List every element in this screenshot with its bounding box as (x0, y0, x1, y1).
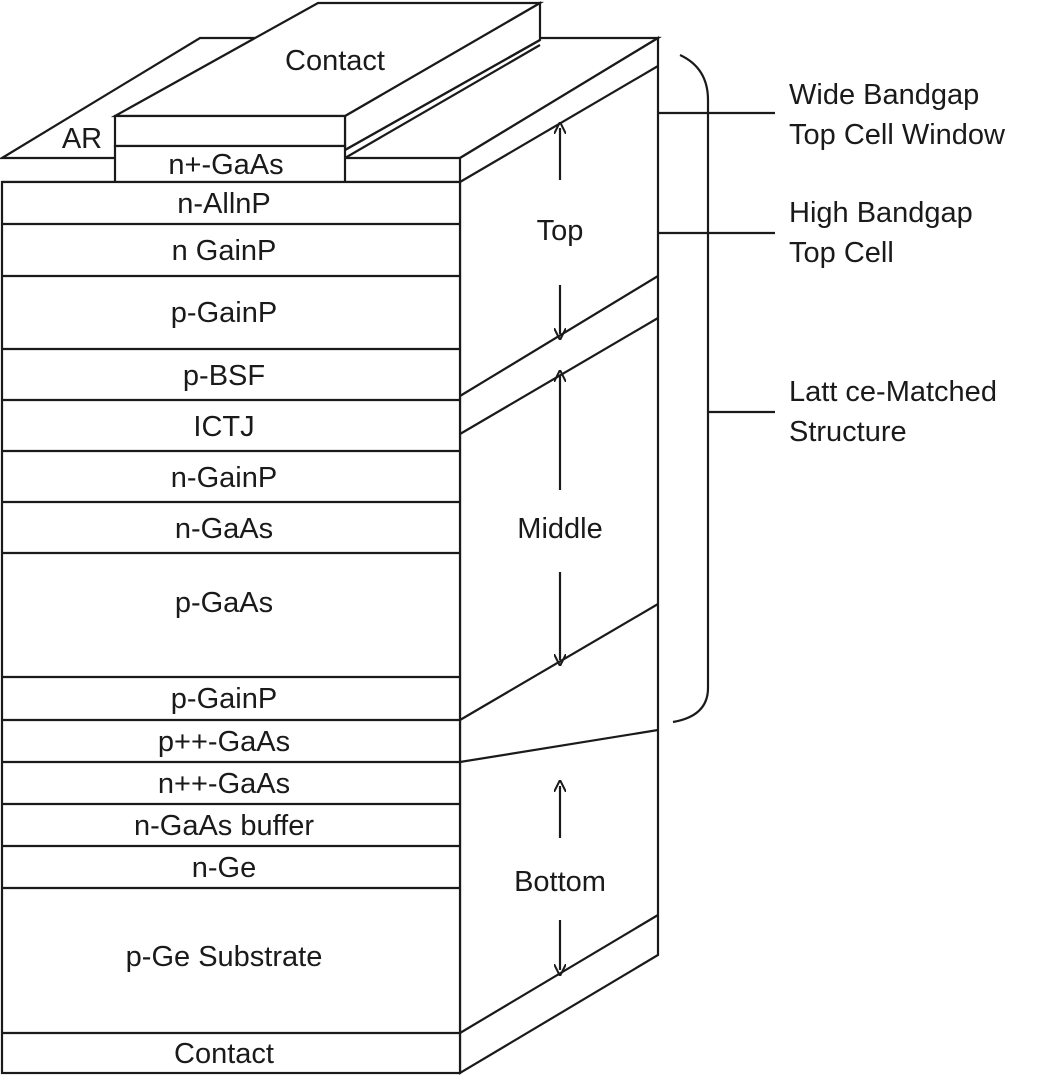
cell-boundary-side (459, 728, 659, 764)
topcell-annotation-line2: Top Cell (789, 237, 894, 269)
layer-label: n-GaAs (175, 513, 273, 545)
block-front-face (0, 180, 462, 1075)
layer-label: Contact (174, 1038, 274, 1070)
cap-layer-label: n+-GaAs (168, 149, 283, 181)
layer-label: ICTJ (193, 411, 254, 443)
layer-label: n GainP (172, 235, 277, 267)
ar-label: AR (62, 123, 102, 155)
layer-label: p-BSF (183, 360, 265, 392)
window-annotation-line2: Top Cell Window (789, 119, 1006, 151)
layer-label: p++-GaAs (158, 726, 290, 758)
middle-cell-label: Middle (517, 513, 602, 545)
lattice-annotation-line2: Structure (789, 416, 907, 448)
layer-label: n-GainP (171, 462, 277, 494)
layer-label: n-Ge (192, 852, 256, 884)
layer-label: p-GainP (171, 683, 277, 715)
layer-label: p-GaAs (175, 587, 273, 619)
layer-label: p-Ge Substrate (126, 941, 323, 973)
layer-label: n++-GaAs (158, 768, 290, 800)
lattice-matched-bracket (672, 54, 710, 724)
top-cell-label: Top (537, 215, 584, 247)
window-annotation-line1: Wide Bandgap (789, 79, 979, 111)
layer-label: n-GaAs buffer (134, 810, 314, 842)
cap-side-line (344, 39, 541, 151)
lattice-annotation-line1: Latt ce-Matched (789, 376, 997, 408)
block-side-face (458, 36, 660, 1075)
layer-label: n-AllnP (177, 188, 271, 220)
bottom-cell-label: Bottom (514, 866, 606, 898)
top-contact-label: Contact (285, 45, 385, 77)
layer-label: p-GainP (171, 297, 277, 329)
contact-front-face (113, 114, 347, 148)
cap-side-line-2 (344, 44, 541, 159)
topcell-annotation-line1: High Bandgap (789, 197, 973, 229)
